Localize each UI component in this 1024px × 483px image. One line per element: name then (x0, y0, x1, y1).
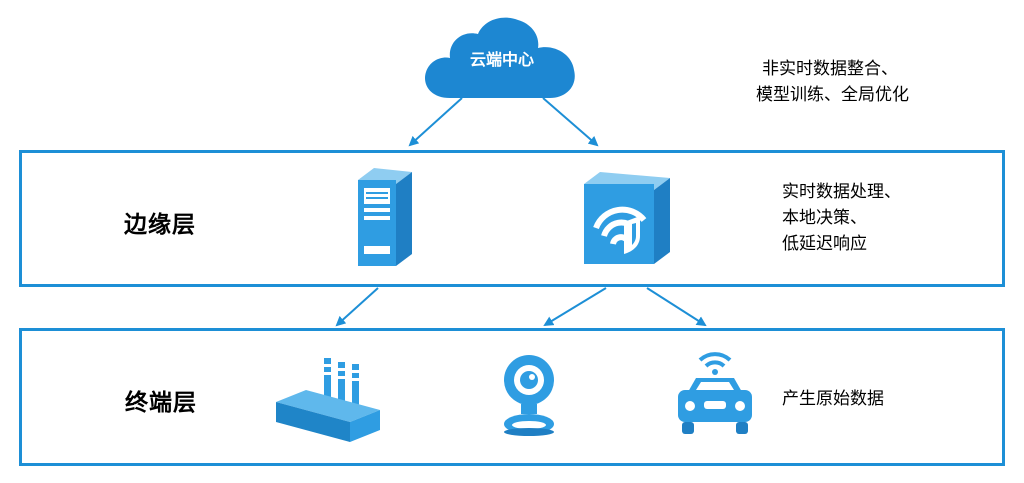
cloud-icon (425, 17, 575, 99)
cloud-description: 非实时数据整合、 模型训练、全局优化 (756, 56, 909, 108)
edge-layer-title: 边缘层 (124, 212, 196, 238)
arrow-cloud-to-gateway (542, 97, 599, 147)
webcam-icon (504, 355, 554, 436)
arrow-cloud-to-server (408, 97, 463, 147)
arrow-gateway-to-camera (543, 287, 607, 327)
server-tower-icon (358, 168, 412, 266)
arrow-server-to-factory (335, 287, 379, 327)
arrow-gateway-to-car (646, 287, 707, 327)
cloud-label: 云端中心 (469, 50, 534, 69)
factory-icon (276, 358, 380, 442)
edge-description: 实时数据处理、 本地决策、 低延迟响应 (782, 179, 901, 257)
terminal-description: 产生原始数据 (782, 389, 884, 409)
edge-desc-line-2: 本地决策、 (782, 208, 867, 228)
connected-car-icon (678, 352, 752, 434)
edge-gateway-icon (584, 172, 670, 264)
edge-layer-box: 边缘层 (19, 150, 1005, 287)
edge-desc-line-3: 低延迟响应 (782, 234, 867, 254)
terminal-layer-title: 终端层 (125, 390, 197, 416)
cloud-desc-line-2: 模型训练、全局优化 (756, 85, 909, 105)
cloud-desc-line-1: 非实时数据整合、 (762, 59, 898, 79)
edge-desc-line-1: 实时数据处理、 (782, 182, 901, 202)
